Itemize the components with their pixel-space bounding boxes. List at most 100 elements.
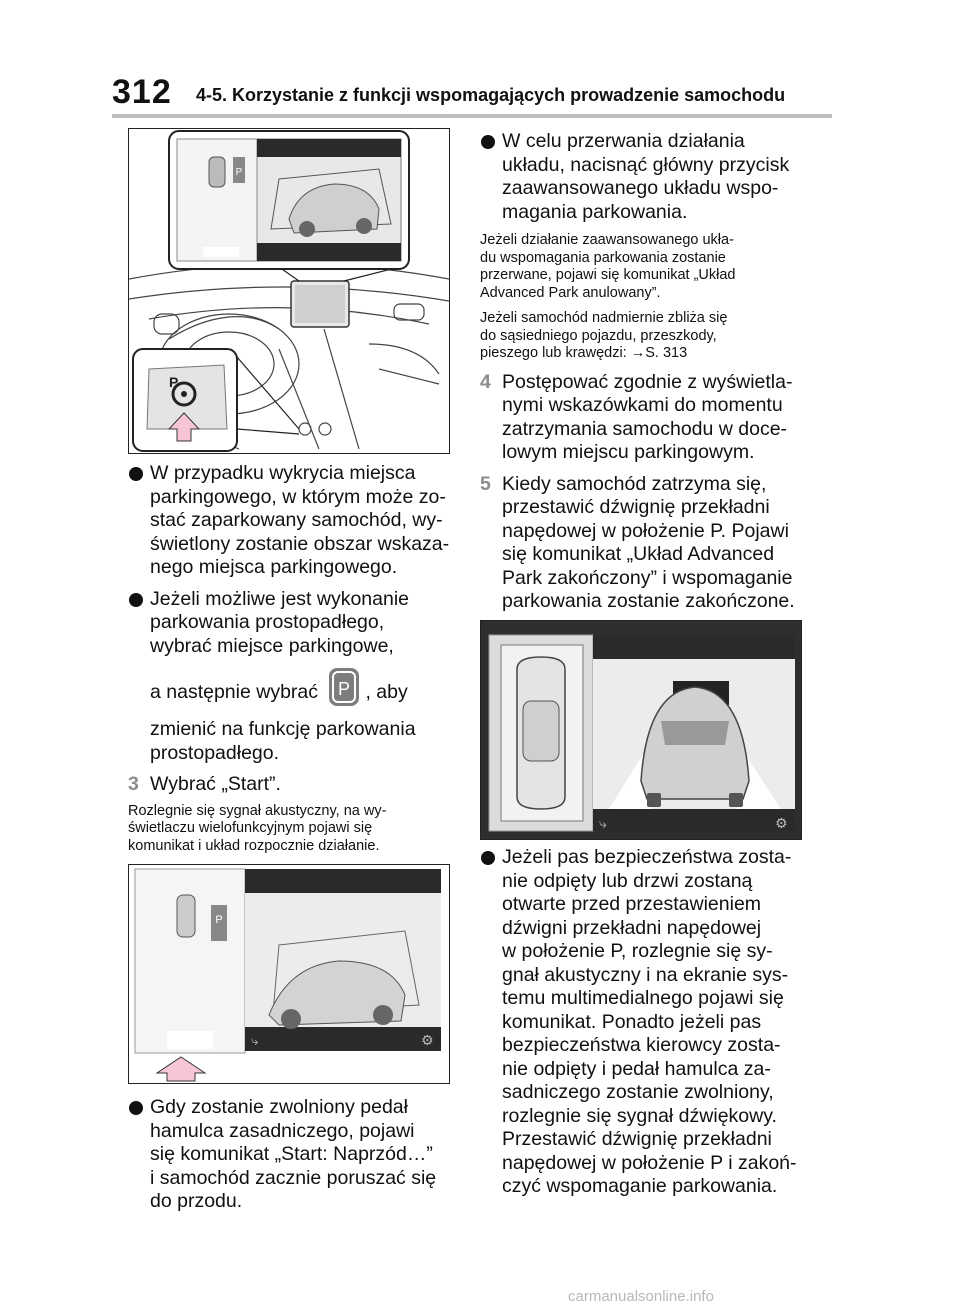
start-screen-illustration: P ⤷ ⚙ bbox=[129, 865, 449, 1083]
svg-text:⚙: ⚙ bbox=[421, 1033, 434, 1049]
bullet-dot bbox=[129, 1101, 143, 1115]
footer-watermark[interactable]: carmanualsonline.info bbox=[568, 1288, 714, 1305]
svg-text:⚙: ⚙ bbox=[775, 816, 788, 832]
text-line: do przodu. bbox=[150, 1190, 243, 1212]
text-line: nie odpięty lub drzwi zostaną bbox=[502, 869, 753, 892]
svg-text:P: P bbox=[236, 167, 243, 178]
figure-dashboard: P P bbox=[128, 128, 450, 454]
page-header: 312 4-5. Korzystanie z funkcji wspomagaj… bbox=[0, 0, 960, 120]
text-line: nie odpięty i pedał hamulca za- bbox=[502, 1057, 771, 1080]
bullet-brake-released: Gdy zostanie zwolniony pedał hamulca zas… bbox=[128, 1096, 458, 1214]
bullet-cancel-operation: W celu przerwania działania układu, naci… bbox=[480, 130, 820, 224]
step-text: Wybrać „Start”. bbox=[150, 773, 281, 795]
text-line: napędowej w położenie P. Pojawi bbox=[502, 519, 789, 542]
text-fragment: a następnie wybrać bbox=[150, 681, 319, 704]
step-number: 3 bbox=[128, 773, 139, 795]
left-column-bottom: Gdy zostanie zwolniony pedał hamulca zas… bbox=[128, 1096, 458, 1214]
step-4: 4 Postępować zgodnie z wyświetla- nymi w… bbox=[480, 371, 820, 465]
step-3-note: Rozlegnie się sygnał akustyczny, na wy- … bbox=[128, 803, 458, 856]
text-line: otwarte przed przestawieniem bbox=[502, 893, 762, 915]
text-line: Postępować zgodnie z wyświetla- bbox=[502, 370, 793, 393]
bullet-dot bbox=[481, 135, 495, 149]
note-line: świetlaczu wielofunkcyjnym pojawi się bbox=[128, 820, 373, 836]
note-line: komunikat i układ rozpocznie działanie. bbox=[128, 837, 380, 854]
text-line: parkowania prostopadłego, bbox=[150, 611, 385, 633]
note-line: du wspomagania parkowania zostanie bbox=[480, 249, 726, 266]
bullet-dot bbox=[481, 851, 495, 865]
header-divider bbox=[112, 114, 832, 118]
bullet-perpendicular-parking: Jeżeli możliwe jest wykonanie parkowania… bbox=[128, 588, 458, 766]
text-line: parkingowego, w którym może zo- bbox=[150, 485, 446, 508]
note-line: Rozlegnie się sygnał akustyczny, na wy- bbox=[128, 802, 387, 819]
svg-text:⤷: ⤷ bbox=[599, 815, 607, 831]
text-line: Jeżeli możliwe jest wykonanie bbox=[150, 587, 410, 610]
text-line: i samochód zacznie poruszać się bbox=[150, 1166, 437, 1189]
text-line: Park zakończony” i wspomaganie bbox=[502, 566, 793, 589]
text-line: dźwigni przekładni napędowej bbox=[502, 916, 762, 939]
text-line: Kiedy samochód zatrzyma się, bbox=[502, 472, 767, 495]
bullet-parking-space-detected: W przypadku wykrycia miejsca parkingoweg… bbox=[128, 462, 458, 580]
svg-text:P: P bbox=[215, 914, 222, 926]
note-line: do sąsiedniego pojazdu, przeszkody, bbox=[480, 327, 717, 344]
text-line: Jeżeli pas bezpieczeństwa zosta- bbox=[502, 846, 792, 868]
text-line: nymi wskazówkami do momentu bbox=[502, 394, 783, 416]
figure-start-screen: P ⤷ ⚙ bbox=[128, 864, 450, 1084]
bullet-dot bbox=[129, 592, 143, 607]
p-button-callout: P bbox=[132, 348, 300, 452]
text-line-with-icon: a następnie wybrać P , aby bbox=[150, 668, 458, 712]
text-line: W przypadku wykrycia miejsca bbox=[150, 462, 416, 484]
text-line: stać zaparkowany samochód, wy- bbox=[150, 509, 443, 531]
step-3: 3 Wybrać „Start”. bbox=[128, 773, 458, 797]
text-line: Przestawić dźwignię przekładni bbox=[502, 1128, 772, 1150]
dashboard-illustration: P P bbox=[129, 130, 449, 452]
note-line: Advanced Park anulowany”. bbox=[480, 284, 661, 301]
display-callout: P bbox=[168, 130, 410, 282]
bullet-dot bbox=[129, 467, 143, 481]
note-line: pieszego lub krawędzi: →S. 313 bbox=[480, 345, 688, 361]
text-line: napędowej w położenie P i zakoń- bbox=[502, 1151, 797, 1174]
parking-complete-illustration: ⤷ ⚙ bbox=[481, 621, 801, 839]
text-line: hamulca zasadniczego, pojawi bbox=[150, 1119, 415, 1142]
step-number: 4 bbox=[480, 370, 491, 393]
step-number: 5 bbox=[480, 472, 491, 495]
text-line: zatrzymania samochodu w doce- bbox=[502, 417, 788, 440]
left-column: W przypadku wykrycia miejsca parkingoweg… bbox=[128, 462, 458, 855]
step-5: 5 Kiedy samochód zatrzyma się, przestawi… bbox=[480, 473, 820, 614]
svg-text:P: P bbox=[169, 374, 178, 390]
text-line: temu multimedialnego pojawi się bbox=[502, 987, 784, 1009]
page-number: 312 bbox=[112, 73, 172, 111]
text-line: się komunikat „Układ Advanced bbox=[502, 543, 775, 565]
note-line: przerwane, pojawi się komunikat „Układ bbox=[480, 267, 736, 283]
note-line: Jeżeli działanie zaawansowanego ukła- bbox=[480, 232, 734, 248]
text-line: wybrać miejsce parkingowe, bbox=[150, 634, 394, 657]
text-line: prostopadłego. bbox=[150, 741, 280, 764]
note-line: Jeżeli samochód nadmiernie zbliża się bbox=[480, 310, 728, 326]
section-title: 4-5. Korzystanie z funkcji wspomagającyc… bbox=[196, 85, 786, 105]
text-line: Gdy zostanie zwolniony pedał bbox=[150, 1096, 408, 1118]
arrow-indicator bbox=[155, 1056, 207, 1082]
text-line: komunikat. Ponadto jeżeli pas bbox=[502, 1010, 762, 1033]
svg-text:P: P bbox=[338, 679, 350, 699]
text-line: magania parkowania. bbox=[502, 200, 688, 223]
text-line: świetlony zostanie obszar wskaza- bbox=[150, 532, 450, 555]
text-line: nego miejsca parkingowego. bbox=[150, 556, 398, 578]
text-line: rozlegnie się sygnał dźwiękowy. bbox=[502, 1104, 777, 1127]
text-line: w położenie P, rozlegnie się sy- bbox=[502, 940, 773, 962]
text-line: parkowania zostanie zakończone. bbox=[502, 590, 795, 612]
right-column: W celu przerwania działania układu, naci… bbox=[480, 130, 820, 614]
text-line: czyć wspomaganie parkowania. bbox=[502, 1175, 778, 1197]
text-line: gnał akustyczny i na ekranie sys- bbox=[502, 963, 789, 986]
text-line: W celu przerwania działania bbox=[502, 130, 745, 152]
text-line: przestawić dźwignię przekładni bbox=[502, 496, 770, 518]
text-line: zaawansowanego układu wspo- bbox=[502, 177, 779, 199]
text-line: zmienić na funkcję parkowania bbox=[150, 718, 416, 740]
svg-text:⤷: ⤷ bbox=[251, 1033, 259, 1048]
text-line: sadniczego zostanie zwolniony, bbox=[502, 1081, 774, 1103]
text-fragment: , aby bbox=[365, 681, 408, 704]
text-line: się komunikat „Start: Naprzód…” bbox=[150, 1143, 433, 1165]
note-cancelled: Jeżeli działanie zaawansowanego ukła- du… bbox=[480, 232, 820, 302]
perpendicular-parking-icon: P bbox=[329, 668, 360, 706]
note-obstacle: Jeżeli samochód nadmiernie zbliża się do… bbox=[480, 310, 820, 363]
text-line: lowym miejscu parkingowym. bbox=[502, 441, 755, 463]
bullet-seatbelt-door: Jeżeli pas bezpieczeństwa zosta- nie odp… bbox=[480, 846, 820, 1199]
